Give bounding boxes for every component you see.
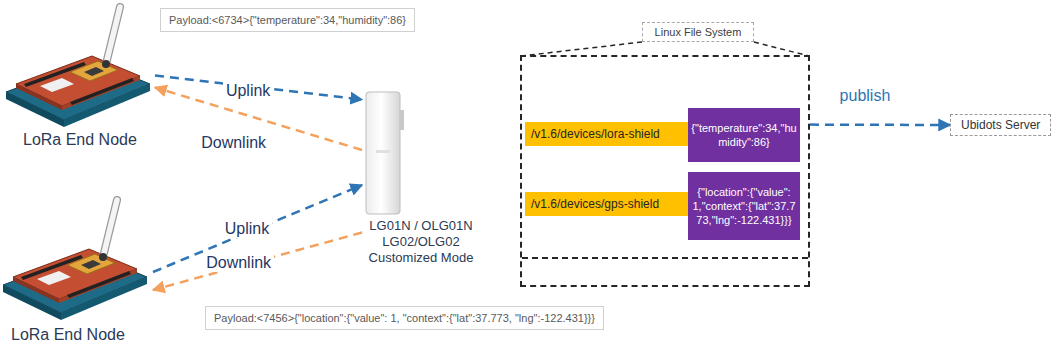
edge-label: publish [837,87,894,105]
server-box: Ubidots Server [950,114,1051,136]
lora-board [6,7,150,127]
gateway-label: LG01N / OLG01N LG02/OLG02 Customized Mod… [364,218,478,266]
end-node: LoRa End Node [5,5,155,155]
edge-label: Uplink [223,82,273,100]
topic-path: /v1.6/devices/gps-shield [531,192,682,216]
node-label: LoRa End Node [11,326,125,344]
divider-line [522,257,808,259]
downlink-arrow [153,233,362,291]
payload-box: Payload:<7456>{"location":{"value": 1, "… [205,306,604,330]
zoom-line [521,42,642,56]
edge-label: Downlink [203,254,274,272]
downlink-arrow [155,88,362,151]
lora-board [3,200,147,320]
gateway-plate [376,150,390,153]
node-label: LoRa End Node [23,131,137,149]
gateway-node: LG01N / OLG01N LG02/OLG02 Customized Mod… [362,90,480,280]
json-value: {"location":{"value":1,"context":{"lat":… [691,185,797,227]
uplink-arrow [810,123,950,126]
gateway-bracket [400,110,404,130]
payload-box: Payload:<6734>{"temperature":34,"humidit… [160,8,415,32]
end-node: LoRa End Node [3,200,153,350]
json-value-box: {"temperature":34,"humidity":86} [688,108,800,162]
gateway-device [366,92,400,214]
edge-label: Uplink [222,220,272,238]
edge-label: Downlink [198,134,269,152]
json-value-box: {"location":{"value":1,"context":{"lat":… [688,172,800,240]
topic-path: /v1.6/devices/lora-shield [531,122,682,146]
zoom-line [754,42,809,56]
topic-path-bar: /v1.6/devices/gps-shield [525,192,688,216]
section-heading: Linux File System [642,22,754,42]
payload-text: Payload:<6734>{"temperature":34,"humidit… [169,13,406,27]
json-value: {"temperature":34,"humidity":86} [691,121,797,149]
server-label: Ubidots Server [961,117,1040,133]
topic-path-bar: /v1.6/devices/lora-shield [525,122,688,146]
payload-text: Payload:<7456>{"location":{"value": 1, "… [214,311,595,325]
file-system-box: Linux File System/v1.6/devices/lora-shie… [520,55,810,287]
uplink-arrow [153,185,362,272]
